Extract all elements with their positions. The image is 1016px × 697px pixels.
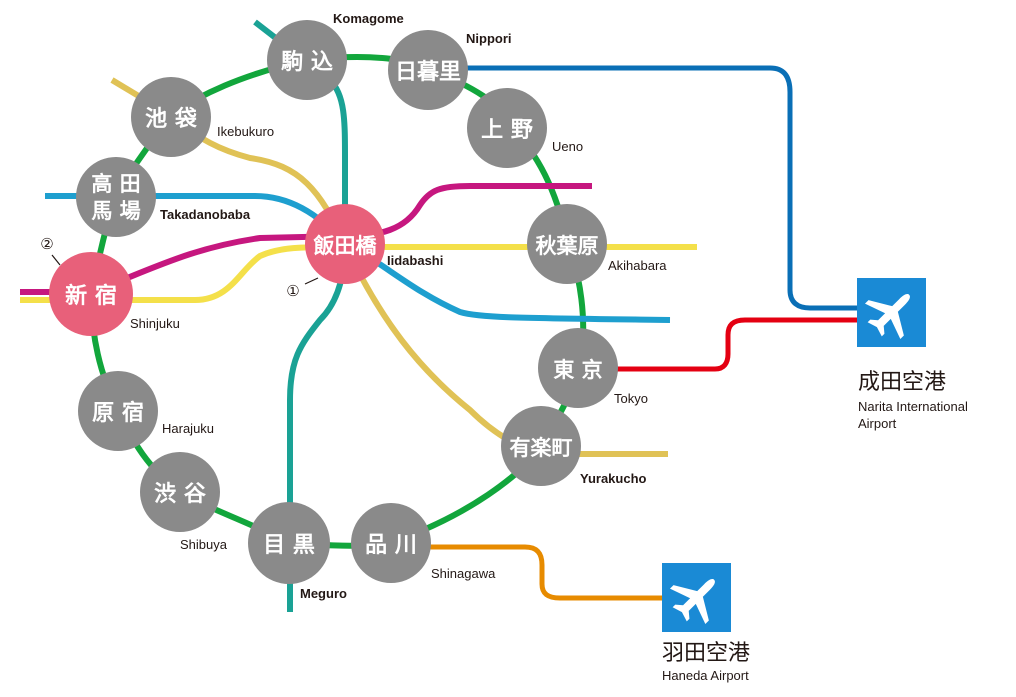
station-english: Yurakucho	[580, 471, 647, 486]
station-english: Shinjuku	[130, 316, 180, 331]
station-kanji: 原 宿	[92, 400, 144, 426]
station-kanji: 東 京	[553, 358, 602, 382]
station-ikebukuro[interactable]: 池 袋 Ikebukuro	[131, 77, 274, 157]
airport-name-jp: 羽田空港	[662, 641, 750, 666]
airplane-icon	[669, 579, 715, 625]
station-kanji-line2: 馬 場	[91, 199, 140, 223]
station-english: Akihabara	[608, 258, 667, 273]
station-akihabara[interactable]: 秋葉原 Akihabara	[527, 204, 667, 284]
station-kanji: 駒 込	[281, 49, 333, 75]
station-nippori[interactable]: 日暮里 Nippori	[388, 30, 512, 110]
station-english: Ueno	[552, 139, 583, 154]
station-english: Ikebukuro	[217, 124, 274, 139]
orange-line	[390, 544, 665, 601]
airport-haneda[interactable]: 羽田空港 Haneda Airport	[662, 562, 750, 683]
station-iidabashi[interactable]: 飯田橋 Iidabashi ①	[286, 204, 443, 300]
station-kanji: 新 宿	[65, 283, 117, 309]
station-english: Shibuya	[180, 537, 228, 552]
marker-1: ①	[286, 282, 299, 300]
red-line	[580, 317, 862, 372]
station-kanji: 有楽町	[510, 436, 573, 460]
teal-line	[253, 19, 348, 612]
station-kanji: 目 黒	[263, 533, 315, 558]
station-kanji: 上 野	[481, 118, 533, 143]
station-english: Takadanobaba	[160, 207, 251, 222]
station-kanji-line1: 高 田	[91, 172, 140, 196]
station-english: Shinagawa	[431, 566, 496, 581]
station-takadanobaba[interactable]: 高 田 馬 場 Takadanobaba	[76, 157, 251, 237]
station-english: Nippori	[466, 31, 512, 46]
station-shibuya[interactable]: 渋 谷 Shibuya	[140, 452, 228, 552]
station-kanji: 池 袋	[145, 106, 198, 132]
station-shinagawa[interactable]: 品 川 Shinagawa	[351, 503, 496, 583]
station-english: Komagome	[333, 11, 404, 26]
airplane-icon	[864, 294, 910, 340]
station-ueno[interactable]: 上 野 Ueno	[467, 88, 583, 168]
marker-2: ②	[40, 235, 53, 253]
station-english: Iidabashi	[387, 253, 443, 268]
station-meguro[interactable]: 目 黒 Meguro	[248, 502, 347, 601]
station-yurakucho[interactable]: 有楽町 Yurakucho	[501, 406, 647, 486]
station-kanji: 品 川	[365, 533, 417, 558]
airport-name-en-line2: Airport	[858, 416, 897, 431]
station-kanji: 渋 谷	[154, 481, 207, 507]
airport-name-en-line1: Narita International	[858, 399, 968, 414]
station-english: Harajuku	[162, 421, 214, 436]
station-tokyo[interactable]: 東 京 Tokyo	[538, 328, 648, 408]
station-harajuku[interactable]: 原 宿 Harajuku	[78, 371, 214, 451]
airport-narita[interactable]: 成田空港 Narita International Airport	[857, 277, 968, 431]
station-english: Tokyo	[614, 391, 648, 406]
station-shinjuku[interactable]: 新 宿 Shinjuku ②	[40, 235, 180, 336]
station-kanji: 飯田橋	[313, 234, 378, 258]
narita-line	[430, 65, 862, 311]
station-kanji: 日暮里	[395, 60, 461, 85]
light-blue-line	[45, 193, 671, 323]
station-kanji: 秋葉原	[536, 234, 599, 258]
station-english: Meguro	[300, 586, 347, 601]
airport-name-en: Haneda Airport	[662, 668, 749, 683]
station-komagome[interactable]: 駒 込 Komagome	[267, 11, 404, 100]
airport-name-jp: 成田空港	[858, 370, 946, 395]
